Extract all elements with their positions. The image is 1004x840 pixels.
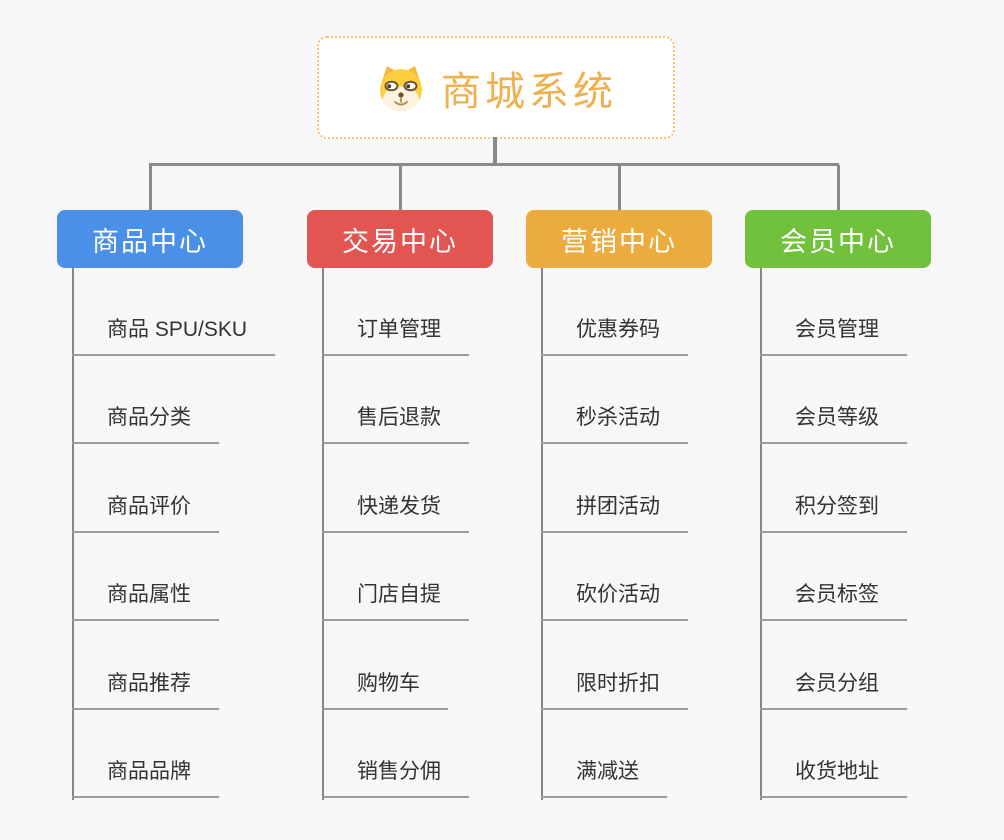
connector-root-stem — [493, 137, 497, 165]
connector-drop-product — [149, 165, 152, 211]
leaf-item[interactable]: 拼团活动 — [541, 493, 688, 533]
branch-line — [72, 268, 74, 800]
leaf-item[interactable]: 销售分佣 — [322, 758, 469, 798]
connector-drop-marketing — [618, 165, 621, 211]
branch-header-marketing-center[interactable]: 营销中心 — [526, 210, 712, 268]
leaf-item[interactable]: 秒杀活动 — [541, 404, 688, 444]
branch-line — [760, 268, 762, 800]
leaf-item[interactable]: 门店自提 — [322, 581, 469, 621]
leaf-item[interactable]: 会员等级 — [760, 404, 907, 444]
branch-header-trade-center[interactable]: 交易中心 — [307, 210, 493, 268]
branch-product-center: 商品中心 商品 SPU/SKU 商品分类 商品评价 商品属性 商品推荐 商品品牌 — [57, 210, 276, 810]
leaf-item[interactable]: 会员分组 — [760, 670, 907, 710]
leaf-item[interactable]: 售后退款 — [322, 404, 469, 444]
connector-horizontal-bar — [149, 163, 839, 166]
leaf-item[interactable]: 满减送 — [541, 758, 667, 798]
branch-marketing-center: 营销中心 优惠券码 秒杀活动 拼团活动 砍价活动 限时折扣 满减送 — [526, 210, 712, 810]
connector-drop-member — [837, 165, 840, 211]
branch-line — [541, 268, 543, 800]
leaf-item[interactable]: 限时折扣 — [541, 670, 688, 710]
root-node[interactable]: 商城系统 — [317, 36, 675, 139]
branch-header-product-center[interactable]: 商品中心 — [57, 210, 243, 268]
root-title: 商城系统 — [441, 69, 617, 114]
shiba-dog-icon — [380, 65, 422, 111]
leaf-item[interactable]: 收货地址 — [760, 758, 907, 798]
leaf-item[interactable]: 商品推荐 — [72, 670, 219, 710]
leaf-item[interactable]: 商品 SPU/SKU — [72, 316, 276, 356]
branch-member-center: 会员中心 会员管理 会员等级 积分签到 会员标签 会员分组 收货地址 — [745, 210, 931, 810]
branch-header-member-center[interactable]: 会员中心 — [745, 210, 931, 268]
branch-line — [322, 268, 324, 800]
leaf-item[interactable]: 商品分类 — [72, 404, 219, 444]
leaf-item[interactable]: 商品评价 — [72, 493, 219, 533]
leaf-item[interactable]: 积分签到 — [760, 493, 907, 533]
leaf-item[interactable]: 商品品牌 — [72, 758, 219, 798]
leaf-item[interactable]: 商品属性 — [72, 581, 219, 621]
connector-drop-trade — [399, 165, 402, 211]
leaf-item[interactable]: 会员管理 — [760, 316, 907, 356]
branch-trade-center: 交易中心 订单管理 售后退款 快递发货 门店自提 购物车 销售分佣 — [307, 210, 493, 810]
leaf-item[interactable]: 会员标签 — [760, 581, 907, 621]
leaf-item[interactable]: 购物车 — [322, 670, 448, 710]
leaf-item[interactable]: 订单管理 — [322, 316, 469, 356]
leaf-item[interactable]: 砍价活动 — [541, 581, 688, 621]
leaf-item[interactable]: 优惠券码 — [541, 316, 688, 356]
leaf-item[interactable]: 快递发货 — [322, 493, 469, 533]
